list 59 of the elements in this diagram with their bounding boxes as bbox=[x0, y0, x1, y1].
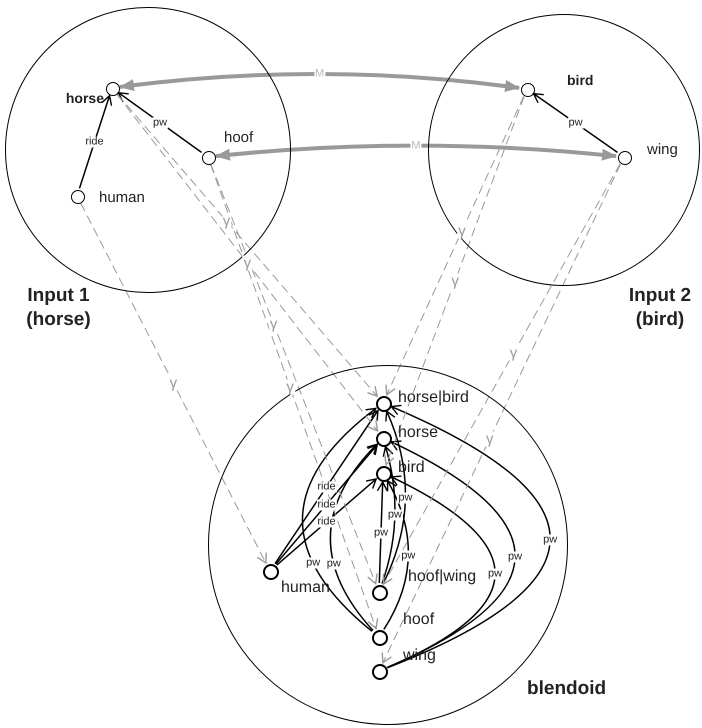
node-label: hoof|wing bbox=[408, 567, 476, 587]
dashed-arrow bbox=[382, 163, 621, 585]
node-label: human bbox=[281, 578, 330, 598]
edge-label: pw bbox=[372, 527, 390, 538]
arrow bbox=[118, 92, 202, 153]
node-label: bird bbox=[567, 72, 594, 90]
edge-label: γ bbox=[168, 376, 178, 391]
edge-label: ride bbox=[316, 499, 337, 510]
domain-title: blendoid bbox=[527, 677, 606, 701]
edge-label: pw bbox=[507, 551, 524, 562]
arrow bbox=[383, 480, 410, 630]
dashed-arrow bbox=[384, 96, 525, 466]
edge-label: ride bbox=[316, 516, 337, 528]
arrow bbox=[382, 410, 406, 584]
dashed-arrow bbox=[385, 96, 524, 396]
dashed-arrow bbox=[80, 202, 267, 564]
edge-label: pw bbox=[305, 558, 322, 569]
arrow bbox=[330, 444, 378, 631]
double-arrow bbox=[118, 72, 520, 92]
arrow bbox=[78, 94, 112, 189]
node-label: horse bbox=[398, 423, 438, 443]
edge-label: ride bbox=[84, 136, 105, 148]
domain-title: Input 1 (horse) bbox=[25, 284, 92, 332]
arrow bbox=[381, 446, 396, 584]
domain-title: Input 2 (bird) bbox=[628, 284, 692, 332]
edge-label: pw bbox=[400, 550, 416, 562]
arrow bbox=[275, 444, 378, 565]
edge-label: γ bbox=[457, 223, 467, 238]
node-label: hoof bbox=[403, 610, 434, 630]
node-label: hoof bbox=[224, 129, 254, 148]
edge-label: M bbox=[314, 68, 326, 80]
edge-label: pw bbox=[386, 510, 403, 521]
edge-label: pw bbox=[326, 558, 342, 570]
edge-label: γ bbox=[508, 346, 518, 361]
edge-label: γ bbox=[450, 273, 460, 288]
edge-label: pw bbox=[542, 534, 558, 546]
edge-label: γ bbox=[285, 380, 295, 395]
double-arrow bbox=[214, 144, 618, 161]
arrow bbox=[387, 405, 550, 668]
edge-label: ride bbox=[316, 482, 337, 492]
arrow bbox=[532, 92, 618, 154]
arrow bbox=[302, 408, 376, 632]
node-label: human bbox=[99, 189, 145, 208]
edge-label: pw bbox=[152, 117, 168, 128]
edge-label: γ bbox=[484, 431, 494, 446]
edge-label: γ bbox=[222, 214, 232, 229]
edge-label: γ bbox=[242, 255, 252, 270]
arrow bbox=[274, 410, 379, 564]
arrow bbox=[276, 478, 377, 566]
edge-label: pw bbox=[397, 492, 414, 504]
edge-label: M bbox=[410, 140, 422, 152]
dashed-arrow bbox=[382, 164, 622, 664]
node-label: horse bbox=[66, 90, 104, 108]
node-label: wing bbox=[647, 141, 678, 160]
edge-label: pw bbox=[567, 118, 584, 128]
node-label: horse|bird bbox=[398, 388, 469, 408]
arrow bbox=[376, 481, 388, 584]
edge-label: pw bbox=[487, 568, 504, 580]
arrow bbox=[386, 476, 496, 668]
